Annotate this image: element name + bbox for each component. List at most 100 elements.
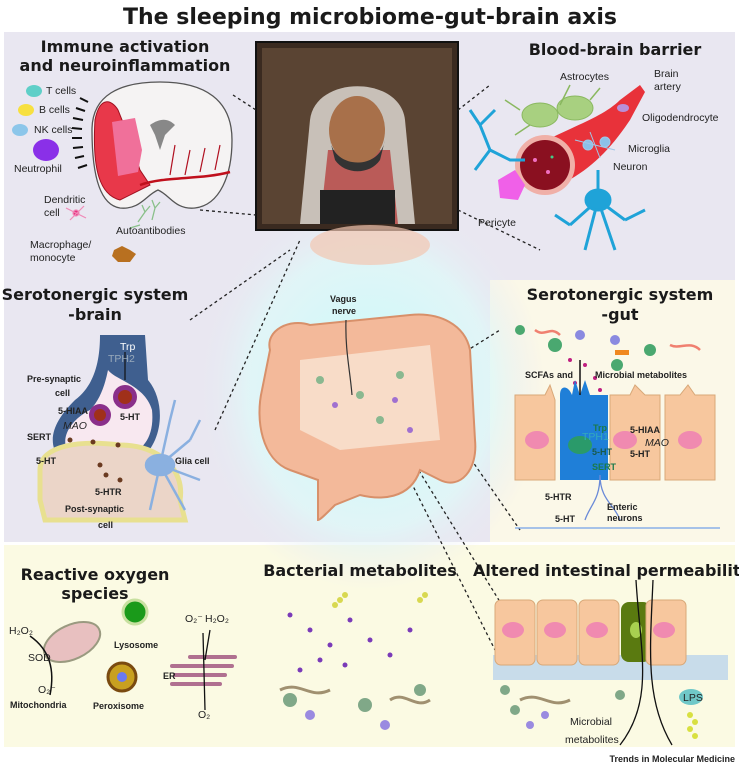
- journal-credit: Trends in Molecular Medicine: [609, 754, 735, 764]
- er-icon: [170, 655, 237, 686]
- permeability-heading: Altered intestinal permeability: [473, 561, 739, 580]
- label-b-cells: B cells: [39, 104, 70, 116]
- label-h2o2-mito: H₂O₂: [9, 625, 33, 637]
- pericyte-icon: [498, 170, 525, 200]
- label-o2: O₂: [198, 709, 210, 721]
- label-microglia: Microglia: [628, 143, 670, 155]
- label-metabolites: metabolites: [565, 734, 619, 746]
- ros-heading-2: species: [61, 584, 128, 603]
- label-5hiaa: 5-HIAA: [58, 406, 89, 416]
- label-astrocytes: Astrocytes: [560, 71, 609, 83]
- label-neutrophil: Neutrophil: [14, 163, 62, 175]
- label-enteric: Enteric: [607, 502, 638, 512]
- neutrophil-icon: [33, 139, 59, 161]
- inflammation-rays: [71, 97, 89, 169]
- neuron-illustration: [468, 108, 646, 251]
- b-cell-icon: [18, 104, 34, 116]
- label-artery: artery: [654, 81, 682, 93]
- label-lps: LPS: [683, 692, 703, 704]
- glia-cell-illustration: [144, 399, 202, 511]
- label-nk-cells: NK cells: [34, 124, 73, 136]
- label-o2-minus-mito: O₂⁻: [38, 684, 56, 696]
- dendritic-cell-icon: [65, 205, 87, 221]
- label-lysosome: Lysosome: [114, 640, 158, 650]
- ros-heading-1: Reactive oxygen: [21, 565, 170, 584]
- astrocytes-illustration: [504, 84, 601, 136]
- t-cell-icon: [26, 85, 42, 97]
- brain-under-photo: [310, 225, 430, 265]
- label-dendritic-cell: cell: [44, 207, 60, 219]
- label-5ht-gut-cell: 5-HT: [630, 449, 651, 459]
- lps-icon: [679, 689, 703, 705]
- vagus-nerve-line: [345, 319, 353, 396]
- mitochondria-icon: [42, 621, 102, 663]
- macrophage-icon: [112, 246, 136, 262]
- label-h2o2-er: H₂O₂: [205, 613, 229, 625]
- label-mao: MAO: [63, 420, 87, 432]
- microglia-icon: [574, 131, 616, 159]
- label-mao-gut: MAO: [645, 437, 669, 449]
- sero-gut-heading-2: -gut: [601, 305, 638, 324]
- label-and: and: [557, 370, 573, 380]
- label-post-synaptic: Post-synaptic: [65, 504, 124, 514]
- label-microbial-metabolites-gut: Microbial metabolites: [595, 370, 687, 380]
- label-pre-synaptic-cell: cell: [55, 388, 70, 398]
- label-tph1: TPH1: [582, 431, 609, 443]
- label-5ht-enteric: 5-HT: [555, 514, 576, 524]
- autoantibodies-icon: [129, 199, 161, 229]
- sod-arrow: [29, 635, 53, 696]
- gut-epithelium: [514, 360, 720, 529]
- oligodendrocyte-icon: [617, 104, 629, 112]
- label-monocyte: monocyte: [30, 252, 76, 264]
- label-5hiaa-gut: 5-HIAA: [630, 425, 661, 435]
- label-sert: SERT: [27, 432, 52, 442]
- lysosome-icon: [121, 598, 149, 626]
- label-5ht-ec: 5-HT: [592, 447, 613, 457]
- sero-gut-heading-1: Serotonergic system: [527, 285, 714, 304]
- microbes-gut-lumen: [515, 325, 701, 392]
- label-pre-synaptic: Pre-synaptic: [27, 374, 81, 384]
- label-dendritic: Dendritic: [44, 194, 85, 206]
- label-oligodendrocyte: Oligodendrocyte: [642, 112, 719, 124]
- label-tph2: TPH2: [108, 353, 135, 365]
- label-5ht-cleft: 5-HT: [36, 456, 57, 466]
- label-o2-minus-er: O₂⁻: [185, 613, 203, 625]
- bacterial-metabolites-illustration: [279, 592, 431, 730]
- label-mitochondria: Mitochondria: [10, 700, 67, 710]
- label-nerve: nerve: [332, 306, 356, 316]
- label-sod: SOD: [28, 652, 51, 664]
- label-neurons: neurons: [607, 513, 643, 523]
- label-post-synaptic-cell: cell: [98, 520, 113, 530]
- sero-brain-heading-1: Serotonergic system: [2, 285, 189, 304]
- bbb-heading: Blood-brain barrier: [529, 40, 702, 59]
- label-vagus: Vagus: [330, 294, 357, 304]
- label-pericyte: Pericyte: [478, 217, 516, 229]
- immune-heading-1: Immune activation: [41, 37, 210, 56]
- label-t-cells: T cells: [46, 85, 76, 97]
- immune-heading-2: and neuroinflammation: [20, 56, 231, 75]
- permeability-epithelium: [493, 579, 728, 746]
- label-er: ER: [163, 671, 176, 681]
- label-5htr: 5-HTR: [95, 487, 122, 497]
- label-peroxisome: Peroxisome: [93, 701, 144, 711]
- label-neuron: Neuron: [613, 161, 648, 173]
- bacterial-heading: Bacterial metabolites: [263, 561, 457, 580]
- label-scfas: SCFAs: [525, 370, 554, 380]
- nk-cell-icon: [12, 124, 28, 136]
- intestine-illustration: [258, 313, 477, 522]
- label-sert-gut: SERT: [592, 462, 617, 472]
- main-title: The sleeping microbiome-gut-brain axis: [123, 5, 617, 30]
- label-glia-cell: Glia cell: [175, 456, 210, 466]
- portrait-photo: [255, 41, 459, 231]
- brain-coronal-illustration: [91, 81, 233, 209]
- label-5ht-vesicle: 5-HT: [120, 412, 141, 422]
- label-trp-gut: Trp: [593, 423, 608, 433]
- label-autoantibodies: Autoantibodies: [116, 225, 185, 237]
- sero-brain-heading-2: -brain: [68, 305, 122, 324]
- label-macrophage: Macrophage/: [30, 239, 91, 251]
- label-brain: Brain: [654, 68, 679, 80]
- label-5htr-gut: 5-HTR: [545, 492, 572, 502]
- label-trp: Trp: [120, 341, 136, 353]
